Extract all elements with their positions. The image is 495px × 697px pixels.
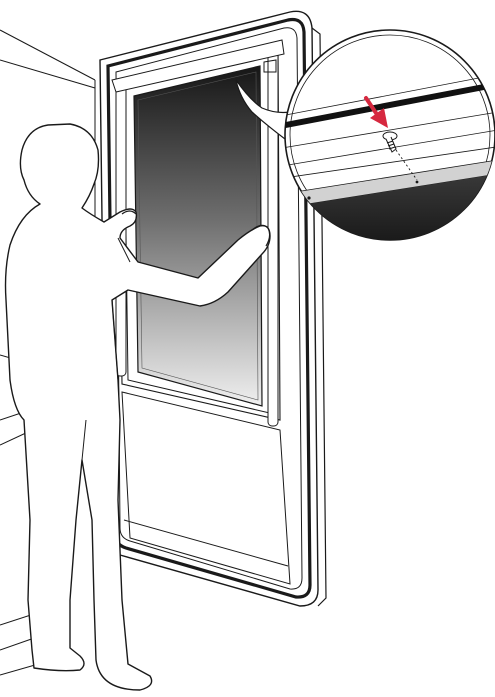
door-glass-removal-diagram bbox=[0, 0, 495, 697]
illustration-stage bbox=[0, 0, 495, 697]
